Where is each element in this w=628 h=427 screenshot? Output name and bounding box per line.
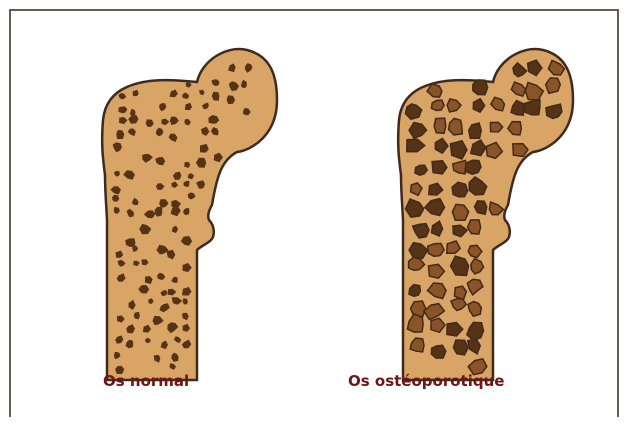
osteoporotic-bone <box>398 49 573 380</box>
cell <box>546 78 561 93</box>
normal-bone-label: Os normal <box>103 371 189 391</box>
cell <box>431 100 444 111</box>
cell <box>411 301 426 317</box>
cell <box>452 182 467 197</box>
cell <box>434 118 446 133</box>
osteoporotic-bone-label: Os ostéoporotique <box>348 371 504 391</box>
cell <box>428 243 444 256</box>
cell <box>473 80 488 95</box>
cell <box>453 340 468 355</box>
normal-bone <box>102 49 277 380</box>
cell <box>431 345 445 358</box>
cell <box>468 220 481 234</box>
cell <box>465 160 481 174</box>
